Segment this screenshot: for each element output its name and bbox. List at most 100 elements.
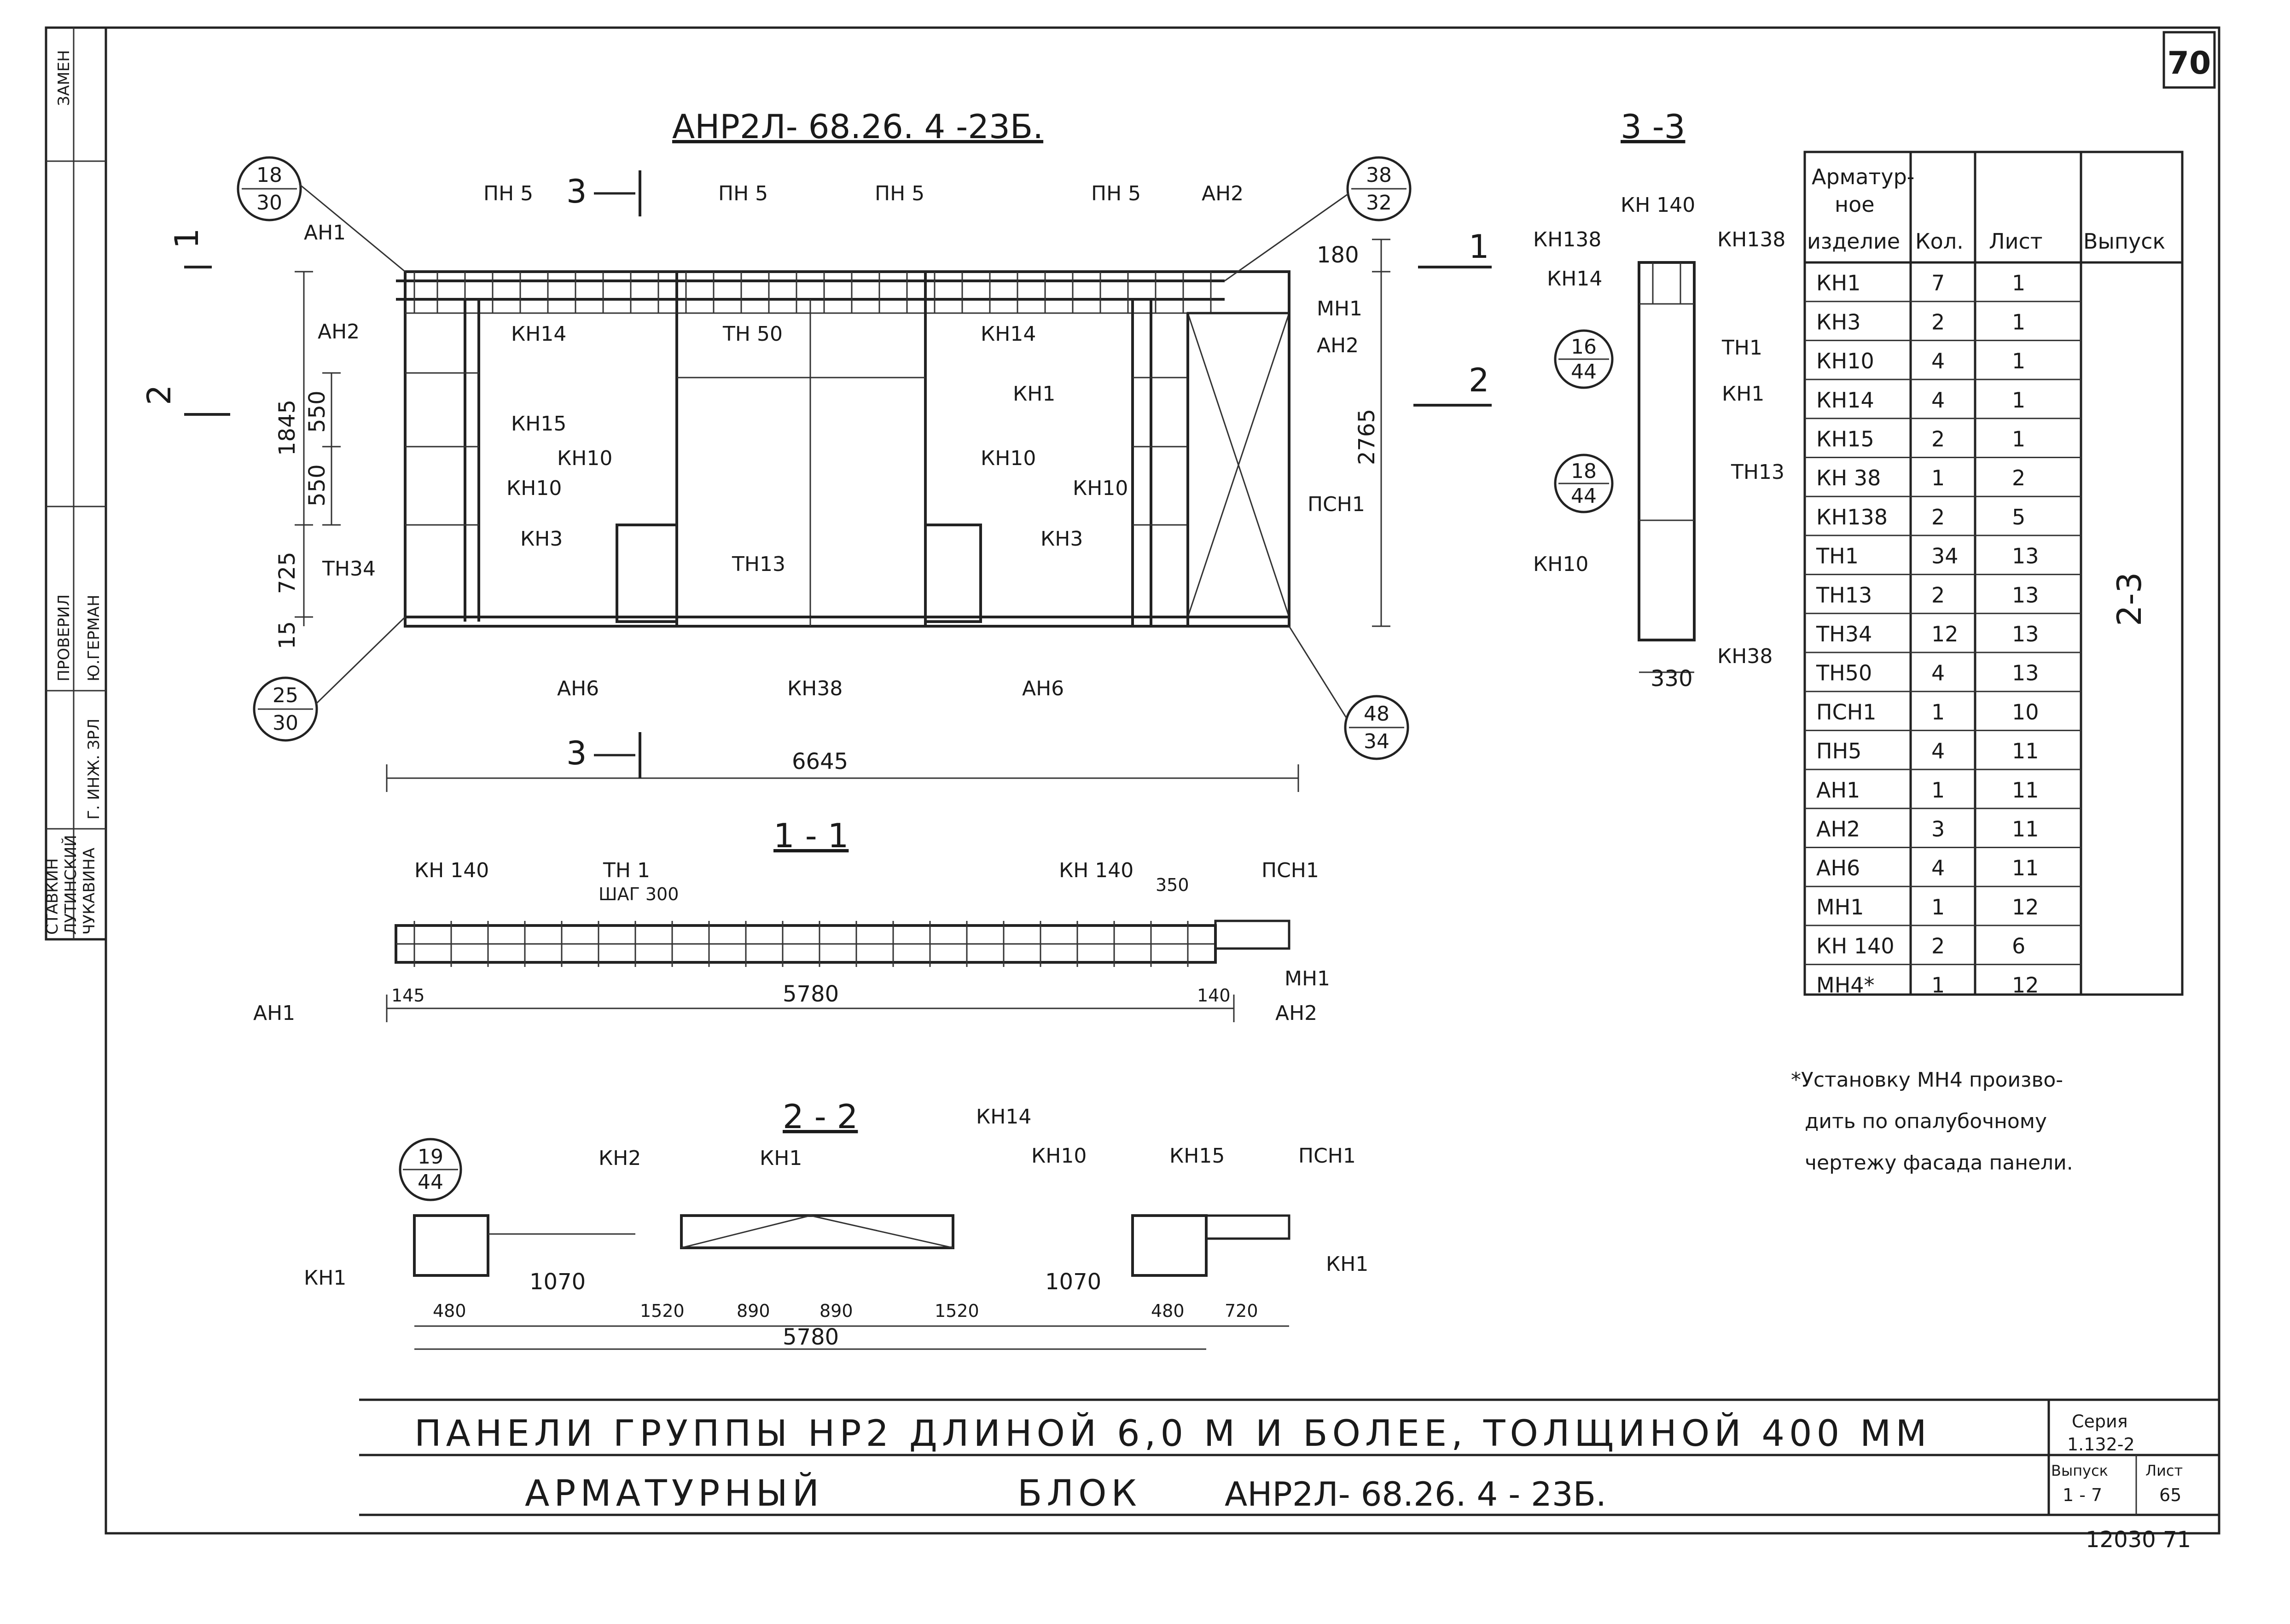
table-cell-qty: 4 xyxy=(1931,661,1945,686)
stamp-surname: Ю.ГЕРМАН xyxy=(85,595,103,681)
s22-dim-1: 1070 xyxy=(529,1269,586,1295)
table-cell-sheet: 1 xyxy=(2012,427,2025,452)
section-1-1: 1 - 1 КН 140 ТН 1 ШАГ 300 КН 140 350 ПСН… xyxy=(253,816,1330,1025)
svg-text:34: 34 xyxy=(1364,730,1389,753)
svg-text:48: 48 xyxy=(1364,702,1389,726)
section-mark-3-bottom: 3 xyxy=(566,734,587,772)
table-cell-item: КН 38 xyxy=(1816,466,1881,490)
th-item-3: изделие xyxy=(1807,229,1900,254)
th-issue: Выпуск xyxy=(2083,229,2165,254)
s33-kn1: КН1 xyxy=(1722,382,1764,406)
section-2-2: 2 - 2 19 44 КН2 КН1 КН14 КН10 КН15 ПСН1 … xyxy=(304,1097,1368,1350)
label-mn1: МН1 xyxy=(1317,297,1362,320)
table-cell-item: КН14 xyxy=(1816,388,1874,413)
table-cell-sheet: 1 xyxy=(2012,309,2025,334)
stamp-col2: ЛУТИНСКИЙ xyxy=(61,835,80,935)
table-cell-sheet: 10 xyxy=(2012,699,2039,724)
table-cell-item: КН3 xyxy=(1816,309,1861,334)
s33-tn1: ТН1 xyxy=(1721,336,1762,360)
s22-kn1-left: КН1 xyxy=(304,1266,346,1290)
s22-dim-0: 480 xyxy=(433,1301,466,1321)
label-pn5-3: ПН 5 xyxy=(875,182,924,205)
bubble-38-32: 38 32 xyxy=(1224,156,1412,282)
s11-d350: 350 xyxy=(1156,875,1189,895)
sheet-value: 65 xyxy=(2159,1485,2181,1505)
table-cell-sheet: 1 xyxy=(2012,349,2025,373)
table-cell-sheet: 5 xyxy=(2012,505,2025,530)
table-cell-sheet: 1 xyxy=(2012,271,2025,296)
issue-value: 1 - 7 xyxy=(2063,1485,2102,1505)
table-cell-item: ТН13 xyxy=(1816,582,1872,607)
s22-dim-6: 1070 xyxy=(1045,1269,1101,1295)
svg-text:30: 30 xyxy=(273,711,298,735)
s22-dim-4: 890 xyxy=(820,1301,853,1321)
s22-kn1: КН1 xyxy=(760,1147,802,1170)
table-cell-sheet: 13 xyxy=(2012,661,2039,686)
label-an1: АН1 xyxy=(304,221,346,244)
issue-label: Выпуск xyxy=(2051,1462,2108,1479)
s22-dim-7: 480 xyxy=(1151,1301,1185,1321)
label-an6-left: АН6 xyxy=(557,677,599,700)
table-cell-item: ПСН1 xyxy=(1816,699,1877,724)
label-pn5-2: ПН 5 xyxy=(718,182,768,205)
s22-psn1: ПСН1 xyxy=(1298,1144,1356,1168)
th-item-2: ное xyxy=(1835,192,1875,217)
label-kn10-a: КН10 xyxy=(557,447,612,470)
s11-an2: АН2 xyxy=(1275,1001,1317,1025)
s11-mn1: МН1 xyxy=(1284,967,1330,990)
table-cell-sheet: 6 xyxy=(2012,934,2025,959)
bubble-48-34: 48 34 xyxy=(1288,626,1409,760)
s22-total: 5780 xyxy=(783,1324,839,1350)
table-cell-qty: 1 xyxy=(1931,972,1945,997)
s22-kn15: КН15 xyxy=(1169,1144,1225,1168)
s33-kn10: КН10 xyxy=(1533,553,1588,576)
note-line-1: *Установку МН4 произво- xyxy=(1791,1068,2063,1092)
stamp-col3: ЧУКАВИНА xyxy=(80,848,99,935)
svg-text:16: 16 xyxy=(1571,335,1597,359)
table-cell-item: МН1 xyxy=(1816,895,1864,920)
table-cell-qty: 4 xyxy=(1931,856,1945,880)
table-cell-sheet: 1 xyxy=(2012,388,2025,413)
dim-1845: 1845 xyxy=(274,400,300,456)
table-cell-qty: 3 xyxy=(1931,817,1945,842)
section22-title: 2 - 2 xyxy=(783,1097,858,1136)
table-cell-sheet: 12 xyxy=(2012,972,2039,997)
table-cell-item: КН15 xyxy=(1816,427,1874,452)
sheet-label: Лист xyxy=(2145,1462,2183,1479)
svg-text:44: 44 xyxy=(1571,484,1597,508)
footnote: *Установку МН4 произво- дить по опалубоч… xyxy=(1791,1068,2073,1175)
svg-text:18: 18 xyxy=(1571,460,1597,483)
dim-550a: 550 xyxy=(304,390,330,433)
section33-title: 3 -3 xyxy=(1621,107,1685,146)
label-kn10-c: КН10 xyxy=(981,447,1036,470)
table-cell-sheet: 2 xyxy=(2012,466,2025,490)
th-sheet: Лист xyxy=(1989,229,2043,254)
table-cell-sheet: 13 xyxy=(2012,622,2039,646)
label-kn3-right: КН3 xyxy=(1040,527,1083,551)
s33-tn13: ТН13 xyxy=(1731,460,1784,484)
stamp-zamen: ЗАМЕН xyxy=(55,50,73,106)
note-line-3: чертежу фасада панели. xyxy=(1805,1151,2073,1175)
table-cell-sheet: 13 xyxy=(2012,582,2039,607)
label-an2-top: АН2 xyxy=(1202,182,1244,205)
table-cell-item: КН 140 xyxy=(1816,934,1895,959)
table-cell-sheet: 11 xyxy=(2012,817,2039,842)
table-cell-sheet: 11 xyxy=(2012,739,2039,763)
s22-dim-8: 720 xyxy=(1225,1301,1258,1321)
s11-d5780: 5780 xyxy=(783,981,839,1007)
s22-kn10: КН10 xyxy=(1031,1144,1087,1168)
table-cell-qty: 2 xyxy=(1931,427,1945,452)
s33-d330: 330 xyxy=(1651,666,1693,692)
dim-2765: 2765 xyxy=(1354,409,1380,465)
label-kn10-b: КН10 xyxy=(506,477,562,500)
s22-dim-5: 1520 xyxy=(935,1301,979,1321)
table-cell-qty: 2 xyxy=(1931,505,1945,530)
svg-text:30: 30 xyxy=(256,191,282,215)
label-pn5-4: ПН 5 xyxy=(1091,182,1141,205)
s11-an1: АН1 xyxy=(253,1001,295,1025)
table-cell-qty: 7 xyxy=(1931,271,1945,296)
bubble-25-30: 25 30 xyxy=(253,616,406,742)
dim-15: 15 xyxy=(274,621,300,649)
label-pn5-1: ПН 5 xyxy=(483,182,533,205)
